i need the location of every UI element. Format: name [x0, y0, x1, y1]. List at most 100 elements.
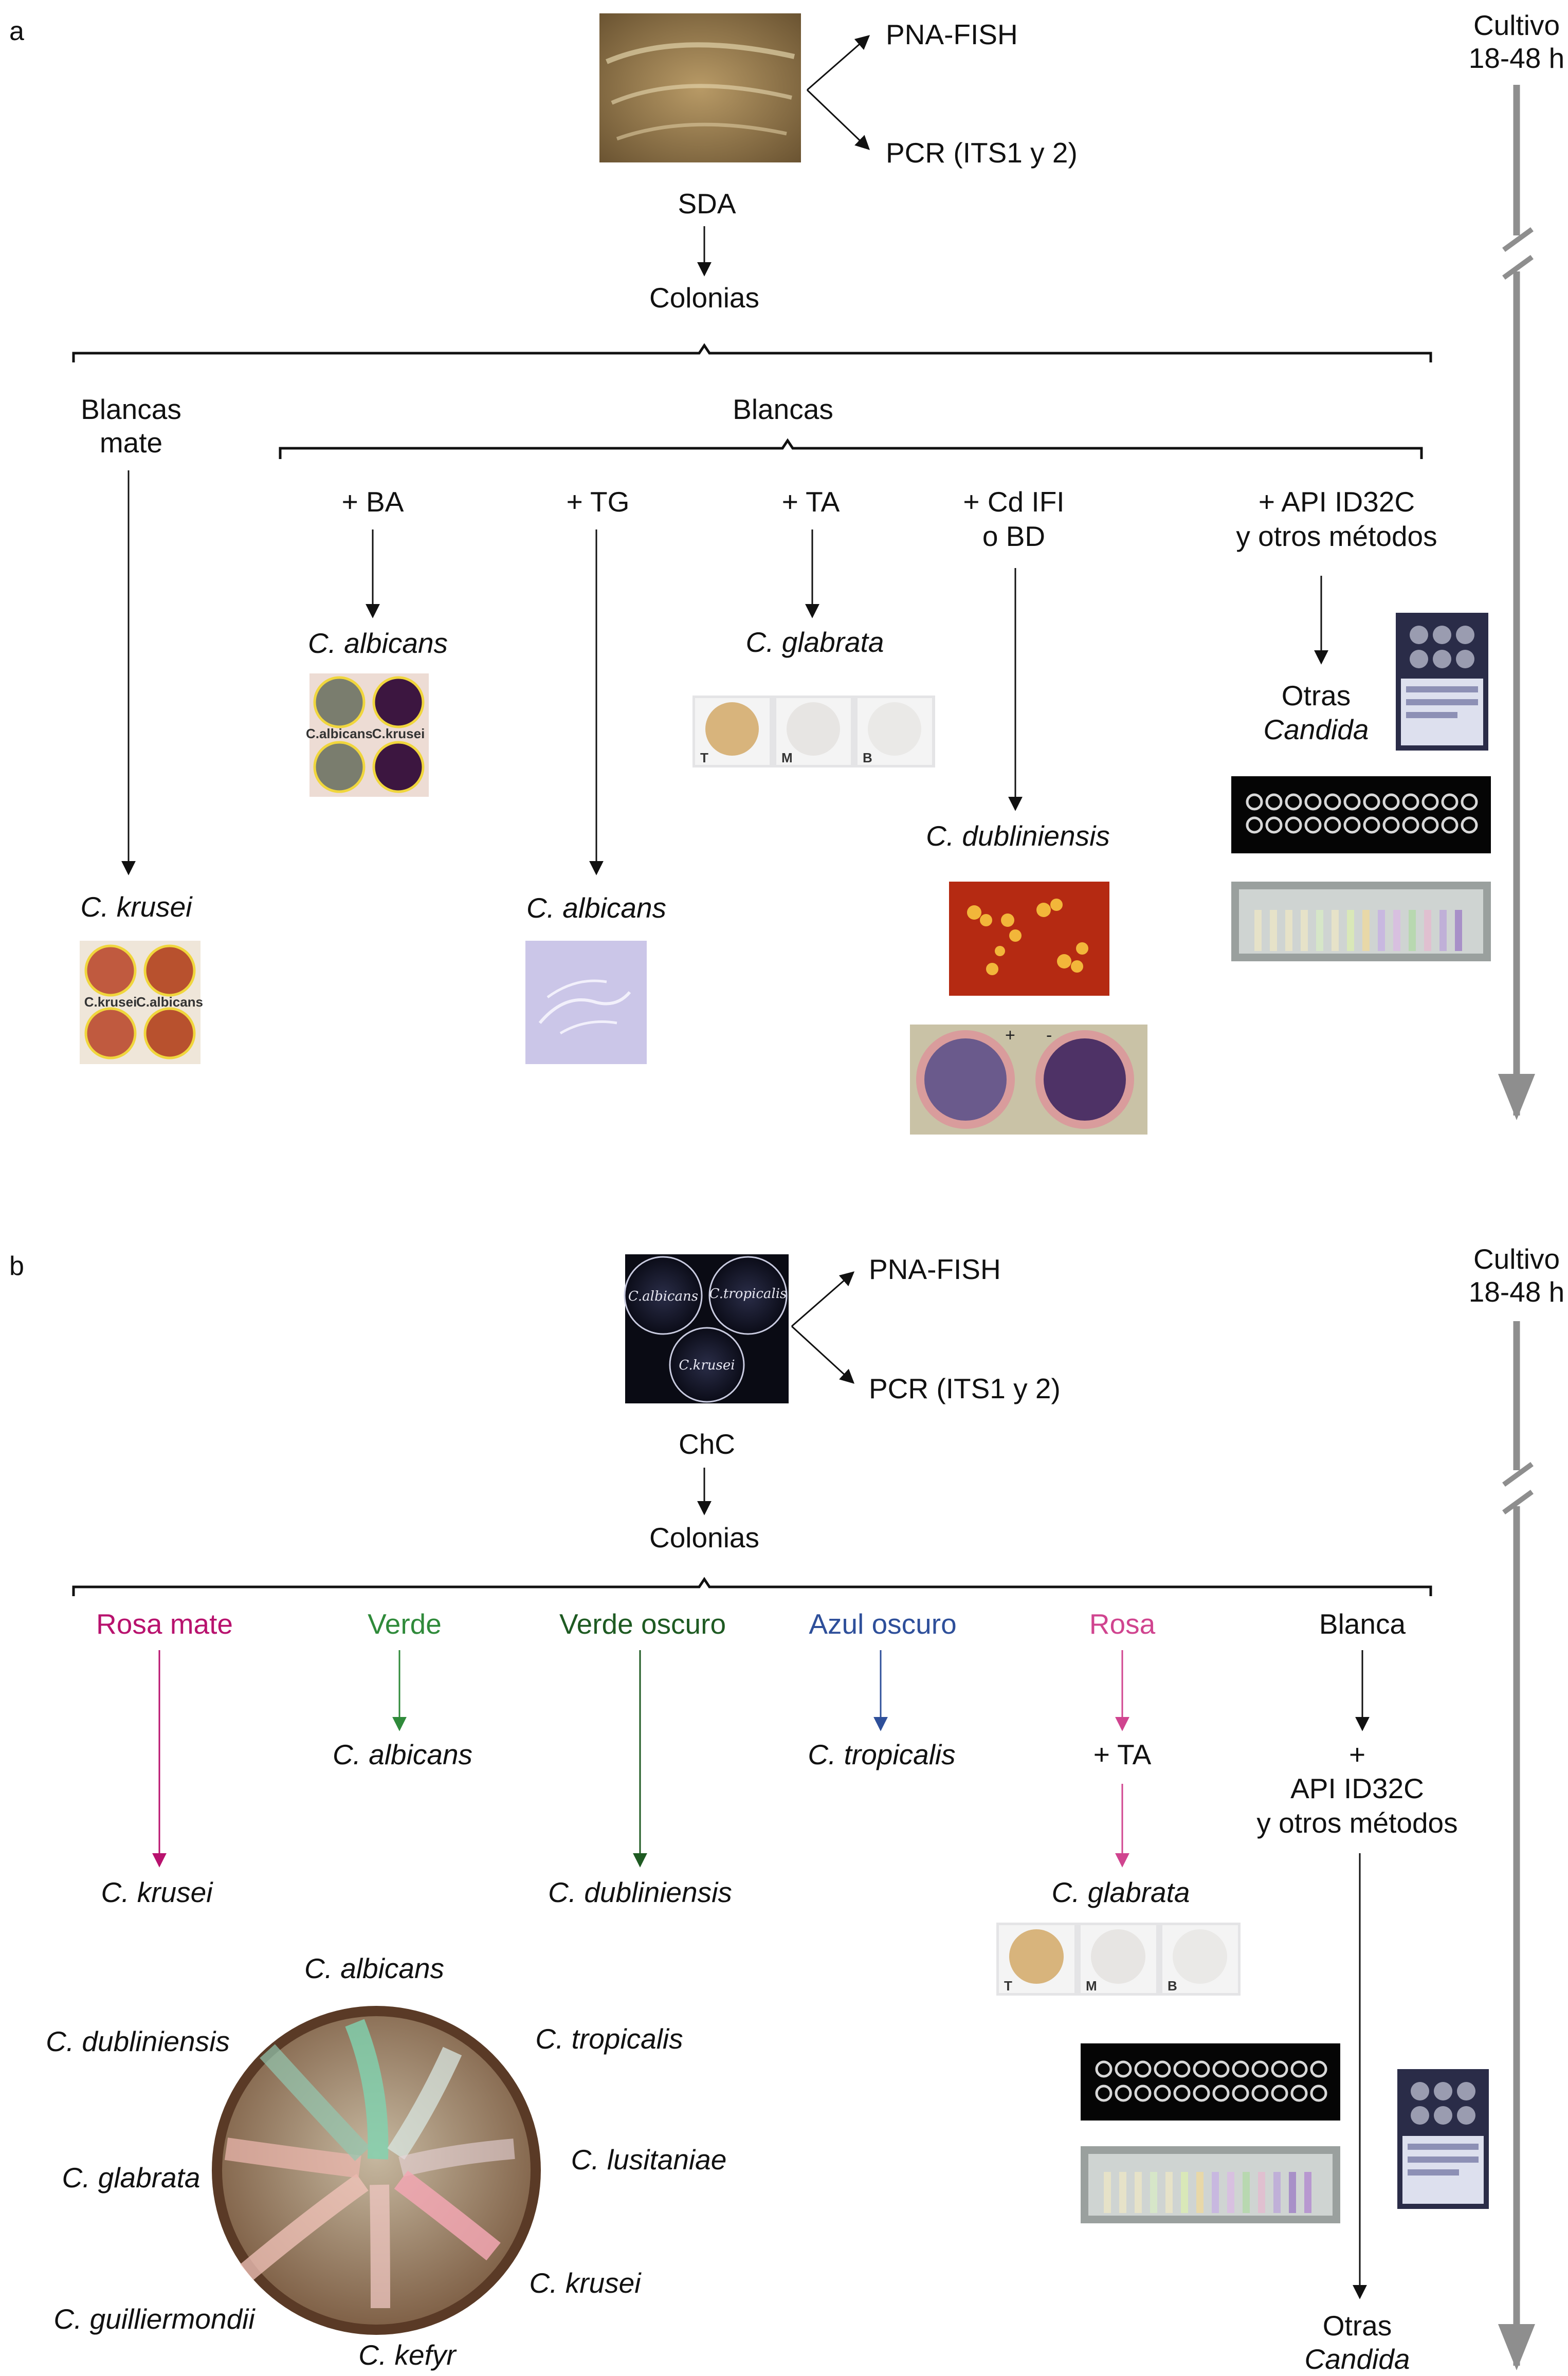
sda-plate-photo [599, 13, 801, 162]
test-api-line2: y otros métodos [1236, 520, 1437, 552]
timeline-b: Cultivo 18-48 h [1469, 1243, 1565, 2370]
test-cd-ifi-line2: o BD [982, 520, 1045, 552]
timeline-label-line1: Cultivo [1473, 1243, 1560, 1275]
medium-sda: SDA [678, 188, 736, 220]
species-albicans: C. albicans [333, 1739, 472, 1770]
ba-plate-label-2: C.krusei [372, 726, 425, 741]
ta-well-label-m: M [781, 750, 793, 765]
test-ba: + BA [342, 486, 404, 518]
timeline-label-line2: 18-48 h [1469, 42, 1565, 74]
method-pcr: PCR (ITS1 y 2) [869, 1373, 1061, 1404]
ta-well-label-m: M [1086, 1978, 1097, 1994]
otras-line1: Otras [1323, 2310, 1392, 2342]
germ-tube-photo [525, 941, 647, 1064]
chc-plates-photo: C.albicans C.tropicalis C.krusei [624, 1254, 789, 1403]
plate-species-glabrata: C. glabrata [62, 2162, 200, 2194]
color-verde: Verde [368, 1608, 442, 1640]
brace-main [72, 343, 1432, 362]
ta-well-label-t: T [1004, 1978, 1012, 1994]
species-glabrata: C. glabrata [1051, 1876, 1190, 1908]
color-rosa: Rosa [1089, 1608, 1156, 1640]
plate-species-tropicalis: C. tropicalis [535, 2023, 683, 2055]
brace-blancas [279, 438, 1423, 459]
panel-b-letter: b [9, 1251, 24, 1281]
krusei-plate-photo: C.krusei C.albicans [80, 941, 203, 1064]
api-strip-photo [1231, 776, 1491, 853]
otras-line2: Candida [1264, 714, 1369, 745]
test-api-line1: + API ID32C [1259, 486, 1415, 518]
chc-plate-label-albicans: C.albicans [628, 1289, 698, 1304]
ba-plate-photo: C.albicans C.krusei [306, 673, 429, 797]
bd-minus-label: - [1046, 1026, 1052, 1045]
chc-plate-label-tropicalis: C.tropicalis [709, 1286, 787, 1302]
blancas-label: Blancas [733, 393, 833, 425]
ta-well-label-b: B [863, 750, 872, 765]
species-krusei: C. krusei [81, 891, 193, 923]
otras-line2: Candida [1305, 2343, 1410, 2375]
test-cd-ifi-line1: + Cd IFI [963, 486, 1064, 518]
species-dubliniensis: C. dubliniensis [548, 1876, 732, 1908]
timeline-break-mark [1502, 227, 1534, 252]
plate-species-albicans: C. albicans [304, 1952, 444, 1984]
ta-well-label-t: T [700, 750, 708, 765]
tube-strip-photo [1231, 882, 1491, 961]
test-ta: + TA [1093, 1739, 1152, 1770]
bd-plates-photo: + - [910, 1025, 1147, 1135]
timeline-break-mark [1502, 1461, 1534, 1487]
color-azul-oscuro: Azul oscuro [809, 1608, 956, 1640]
species-krusei: C. krusei [101, 1876, 214, 1908]
blancas-mate-line1: Blancas [81, 393, 181, 425]
ta-wells-photo: T M B [996, 1923, 1241, 1996]
bd-plus-label: + [1005, 1026, 1015, 1045]
timeline-label-line2: 18-48 h [1469, 1276, 1565, 1308]
method-pcr: PCR (ITS1 y 2) [886, 137, 1078, 169]
api-line3: y otros métodos [1256, 1807, 1457, 1839]
timeline-break-mark [1502, 1489, 1534, 1515]
plate-species-krusei: C. krusei [530, 2267, 642, 2299]
krusei-plate-label-1: C.krusei [84, 994, 137, 1010]
api-kit-photo [1396, 613, 1488, 751]
method-pna-fish: PNA-FISH [869, 1253, 1001, 1285]
arrow-to-pna-fish [807, 35, 870, 91]
test-tg: + TG [567, 486, 630, 518]
timeline-label-line1: Cultivo [1473, 9, 1560, 41]
plate-species-lusitaniae: C. lusitaniae [571, 2144, 727, 2176]
api-strip-photo [1081, 2043, 1340, 2121]
otras-line1: Otras [1282, 680, 1351, 711]
timeline-break-mark [1502, 254, 1534, 280]
color-blanca: Blanca [1319, 1608, 1406, 1640]
blancas-mate-line2: mate [100, 427, 162, 459]
panel-b: b Cultivo 18-48 h C.albicans C.tropicali… [9, 1243, 1564, 2375]
krusei-plate-label-2: C.albicans [136, 994, 203, 1010]
plate-species-guilliermondii: C. guilliermondii [53, 2303, 256, 2335]
timeline-a: Cultivo 18-48 h [1469, 9, 1565, 1120]
species-tropicalis: C. tropicalis [808, 1739, 955, 1770]
medium-chc: ChC [679, 1428, 735, 1460]
color-verde-oscuro: Verde oscuro [559, 1608, 726, 1640]
ifi-fluorescence-photo [949, 882, 1109, 996]
tube-strip-photo [1081, 2146, 1340, 2223]
species-albicans-ba: C. albicans [308, 627, 448, 659]
species-dubliniensis: C. dubliniensis [926, 820, 1110, 852]
panel-a-letter: a [9, 16, 24, 46]
arrow-to-pcr [806, 89, 870, 150]
api-line2: API ID32C [1290, 1772, 1424, 1804]
arrow-to-pna-fish [791, 1271, 855, 1327]
ta-well-label-b: B [1168, 1978, 1177, 1994]
colonias-label: Colonias [649, 1522, 759, 1553]
ba-plate-label-1: C.albicans [306, 726, 373, 741]
color-rosa-mate: Rosa mate [96, 1608, 233, 1640]
api-kit-photo [1397, 2069, 1489, 2209]
panel-a: a Cultivo 18-48 h PNA-FISH PCR (ITS1 y 2… [9, 9, 1564, 1135]
species-albicans-tg: C. albicans [526, 892, 666, 924]
plate-species-kefyr: C. kefyr [358, 2339, 457, 2371]
api-line1: + [1349, 1739, 1365, 1770]
chromogenic-plate-photo [212, 2006, 541, 2335]
ta-wells-photo: T M B [692, 696, 935, 767]
chc-plate-label-krusei: C.krusei [679, 1358, 735, 1373]
method-pna-fish: PNA-FISH [886, 19, 1018, 50]
plate-species-dubliniensis: C. dubliniensis [46, 2025, 230, 2057]
colonias-label: Colonias [649, 282, 759, 314]
test-ta: + TA [782, 486, 840, 518]
